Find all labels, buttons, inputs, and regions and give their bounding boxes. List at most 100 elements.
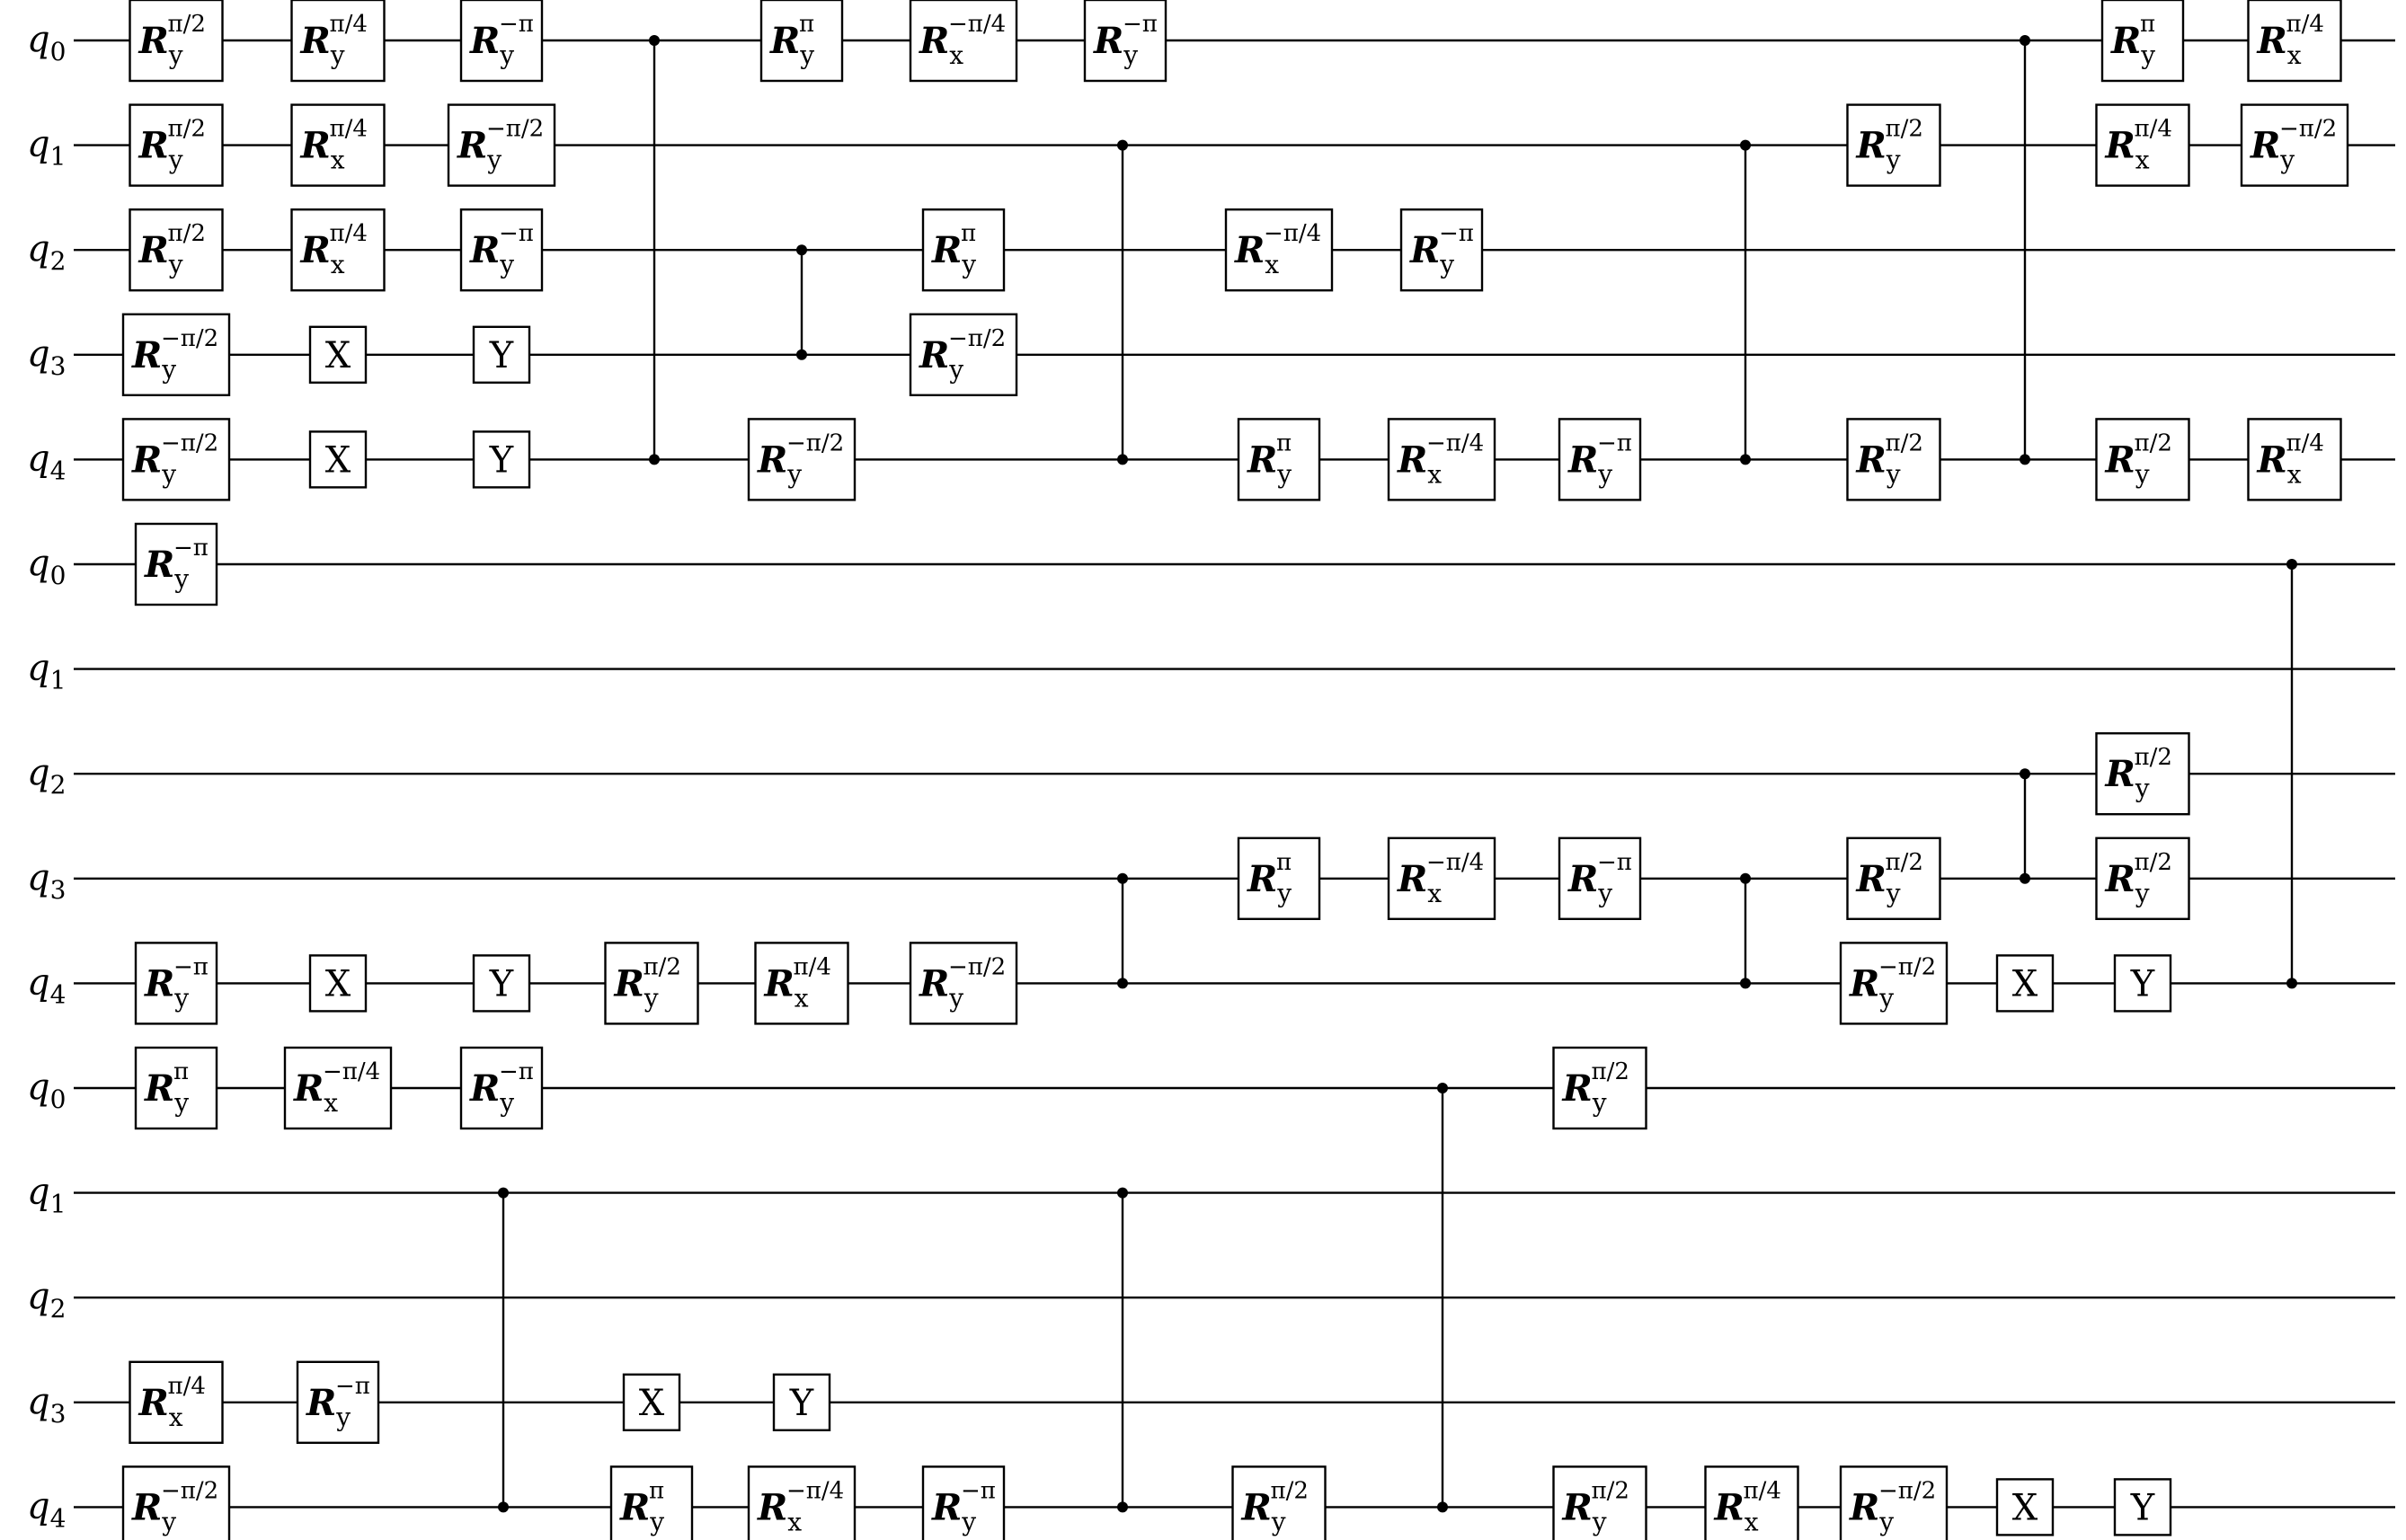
gate-symbol: Y	[2130, 1487, 2155, 1528]
gate-box	[472, 954, 531, 1013]
controlled-z	[1437, 1083, 1448, 1513]
gate-angle: −π	[1439, 220, 1474, 247]
qubit-label-index: 1	[50, 1190, 67, 1219]
controlled-z	[498, 1187, 509, 1513]
gate-label: Ry	[1409, 229, 1454, 279]
control-dot	[1437, 1501, 1448, 1513]
x-gate: X	[1995, 954, 2055, 1013]
gate-axis: y	[173, 564, 189, 594]
rotation-gate: Ry−π	[134, 522, 218, 606]
rotation-gate: Ryπ/2	[129, 208, 224, 292]
gate-axis: y	[1592, 1088, 1607, 1118]
gate-angle: −π	[499, 220, 534, 247]
gate-angle: −π	[173, 535, 209, 562]
gate-box	[129, 103, 224, 187]
rotation-gate: Ry−π/2	[121, 418, 231, 501]
gate-symbol: R	[931, 229, 962, 271]
control-dot	[1117, 872, 1128, 884]
gate-label: Ry	[1562, 1067, 1607, 1118]
gate-box	[447, 103, 556, 187]
gate-axis: y	[961, 1507, 976, 1536]
gate-symbol: R	[144, 544, 174, 586]
gate-label: Ry	[931, 1486, 976, 1536]
gate-axis: y	[168, 40, 183, 70]
qubit-label: q0	[27, 1066, 66, 1114]
qubit-label: q1	[27, 124, 66, 172]
rotation-gate: Ry−π/2	[1839, 1465, 1949, 1540]
qubit-label-name: q	[27, 124, 50, 165]
gate-box	[1387, 418, 1496, 501]
qubit-label: q0	[27, 543, 66, 590]
rotation-gate: Rxπ/4	[290, 208, 386, 292]
qubit-label-name: q	[27, 543, 50, 584]
gate-box	[2247, 0, 2342, 83]
gate-angle: π/4	[1744, 1477, 1781, 1504]
gate-symbol: R	[619, 1486, 650, 1528]
gate-symbol: R	[757, 1486, 787, 1528]
gate-angle: −π	[961, 1477, 996, 1504]
rotation-gate: Ryπ/2	[2095, 732, 2190, 816]
rotation-gate: Ryπ/2	[1552, 1046, 1647, 1130]
gate-axis: y	[499, 40, 514, 70]
control-dot	[2020, 35, 2030, 46]
qubit-label: q1	[27, 648, 66, 695]
gate-box	[921, 1465, 1006, 1540]
controlled-z	[2286, 559, 2297, 989]
gate-axis: x	[169, 1403, 183, 1432]
gate-box	[1552, 1465, 1647, 1540]
rotation-gate: Ry−π/2	[909, 942, 1018, 1025]
rotation-gate: Ryπ	[609, 1465, 694, 1540]
qubit-label-index: 4	[50, 456, 67, 485]
qubit-label: q4	[27, 961, 66, 1009]
qubit-label: q3	[27, 1381, 66, 1429]
control-dot	[796, 349, 807, 360]
gate-axis: y	[499, 1088, 514, 1118]
qubit-label-index: 0	[50, 37, 67, 66]
gate-axis: y	[168, 250, 183, 279]
y-gate: Y	[772, 1373, 831, 1432]
gate-symbol: R	[2110, 20, 2141, 62]
gate-axis: y	[1439, 250, 1454, 279]
gate-axis: x	[1427, 879, 1442, 908]
controlled-z	[1117, 139, 1128, 465]
control-dot	[1117, 139, 1128, 151]
x-gate: X	[1995, 1478, 2055, 1536]
gate-angle: −π/2	[948, 953, 1006, 980]
gate-angle: π/2	[1886, 116, 1923, 143]
gate-symbol: R	[131, 334, 162, 376]
gate-angle: −π/2	[948, 325, 1006, 352]
gate-symbol: R	[1241, 1486, 1272, 1528]
gate-label: Ry	[469, 20, 514, 70]
gate-symbol: R	[2105, 753, 2135, 795]
gate-axis: y	[1886, 879, 1901, 908]
gate-label: Ry	[138, 125, 183, 175]
gate-axis: y	[1597, 879, 1612, 908]
gate-symbol: R	[138, 229, 169, 271]
gate-angle: −π	[1597, 849, 1632, 876]
gate-box	[134, 522, 218, 606]
rotation-gate: Ry−π	[296, 1360, 380, 1445]
rotation-gate: Rxπ/4	[754, 942, 849, 1025]
rotation-gate: Ry−π	[1558, 418, 1642, 501]
gate-box	[472, 430, 531, 489]
gate-label: Ry	[144, 544, 189, 594]
gate-symbol: R	[131, 1486, 162, 1528]
control-dot	[1117, 1187, 1128, 1199]
gate-axis: y	[948, 355, 963, 385]
gate-box	[772, 1373, 831, 1432]
rotation-gate: Rxπ/4	[1704, 1465, 1799, 1540]
qubit-label-name: q	[27, 857, 50, 898]
gate-symbol: R	[293, 1067, 324, 1110]
gate-angle: −π/2	[1878, 1477, 1936, 1504]
gate-box	[747, 418, 857, 501]
control-dot	[1740, 454, 1751, 465]
rotation-gate: Ryπ	[134, 1046, 218, 1130]
gate-angle: π	[1276, 849, 1292, 876]
gate-angle: −π/4	[948, 11, 1006, 38]
rotation-gate: Ry−π/2	[1839, 942, 1949, 1025]
gate-label: Rx	[919, 20, 963, 70]
rotation-gate: Ryπ/2	[1552, 1465, 1647, 1540]
rotation-gate: Ryπ/2	[2095, 418, 2190, 501]
gate-angle: π/4	[2135, 116, 2172, 143]
qubit-label-index: 2	[50, 1294, 67, 1323]
